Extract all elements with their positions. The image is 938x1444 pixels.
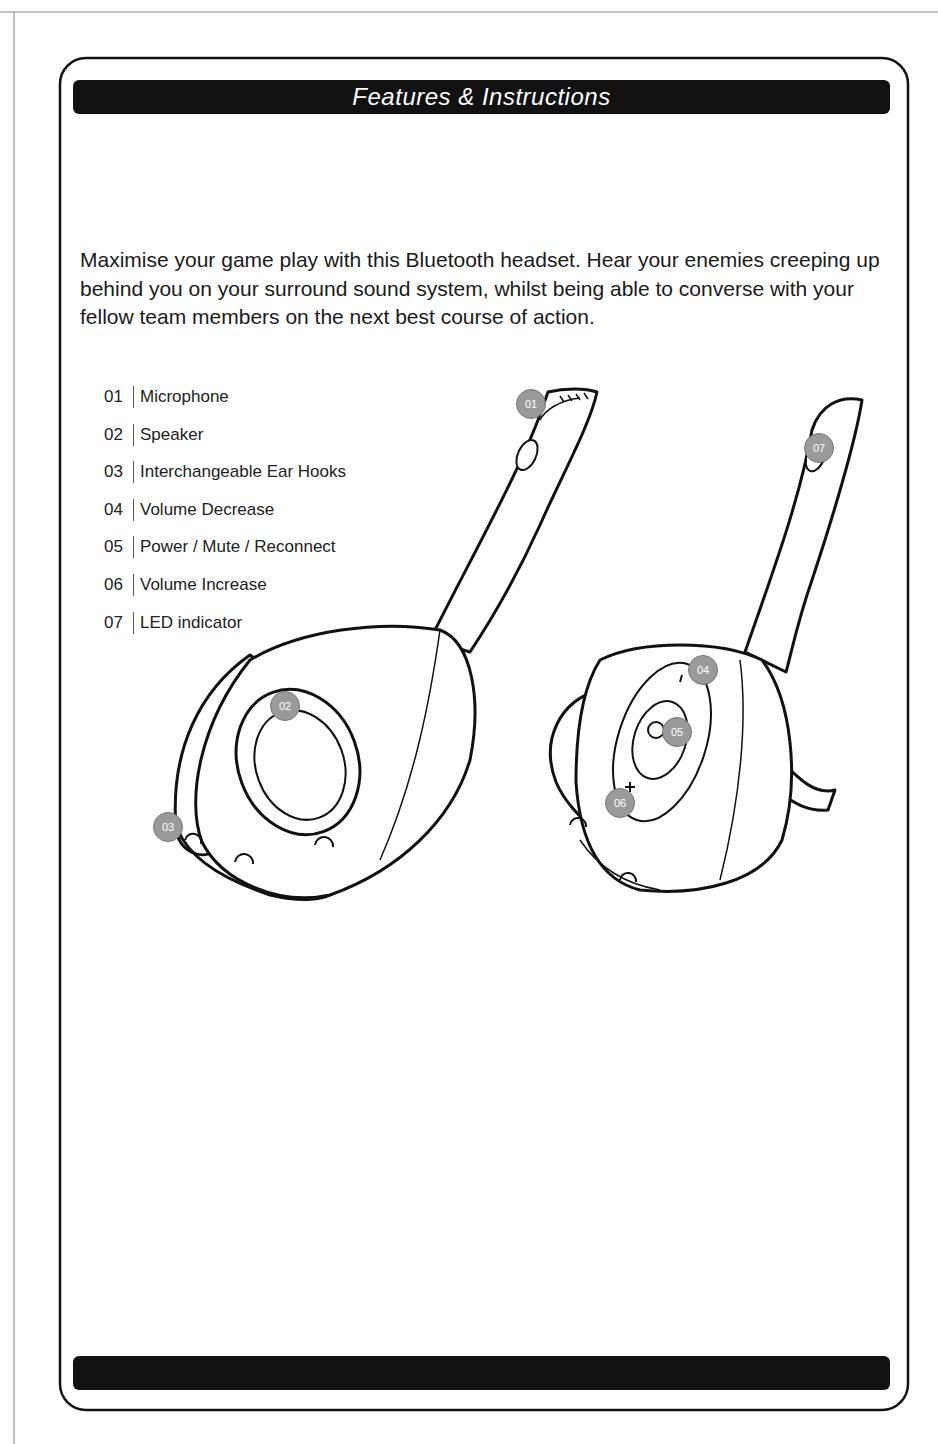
callout-number: 05 [662,717,692,747]
list-number: 02 [104,424,130,446]
list-number: 05 [104,536,130,558]
callout-number: 03 [153,812,183,842]
part-name: LED indicator [133,612,242,634]
part-name: Volume Decrease [133,499,274,521]
list-number: 01 [104,386,130,408]
part-name: Interchangeable Ear Hooks [133,461,346,483]
part-name: Microphone [133,386,229,408]
part-name: Volume Increase [133,574,267,596]
part-name: Power / Mute / Reconnect [133,536,336,558]
part-name: Speaker [133,424,203,446]
list-number: 07 [104,612,130,634]
intro-paragraph: Maximise your game play with this Blueto… [80,246,900,332]
list-number: 04 [104,499,130,521]
callout-number: 07 [804,433,834,463]
list-number: 03 [104,461,130,483]
callout-number: 02 [270,691,300,721]
callout-number: 01 [516,389,546,419]
page-title: Features & Instructions [73,80,890,114]
list-number: 06 [104,574,130,596]
callout-number: 06 [605,788,635,818]
callout-number: 04 [688,655,718,685]
